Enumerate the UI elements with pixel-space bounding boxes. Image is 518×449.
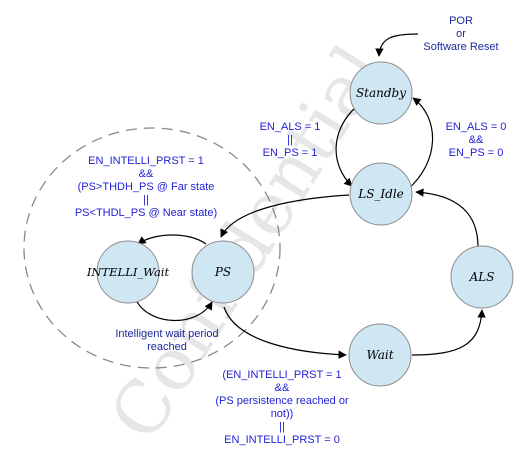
condition-to-standby: EN_ALS = 0 && EN_PS = 0 <box>446 121 507 159</box>
por-line-3: Software Reset <box>423 41 498 53</box>
state-intelli-wait: INTELLI_Wait <box>86 240 170 304</box>
state-standby: Standby <box>349 61 413 125</box>
condition-line: EN_INTELLI_PRST = 0 <box>224 434 340 446</box>
state-wait-label: Wait <box>366 348 393 362</box>
state-wait: Wait <box>348 323 412 387</box>
condition-to-ls-idle: EN_ALS = 1 || EN_PS = 1 <box>260 121 321 159</box>
condition-line: PS<THDL_PS @ Near state) <box>75 207 217 219</box>
condition-line: (PS persistence reached or <box>215 395 349 407</box>
condition-line: || <box>287 134 293 146</box>
arrow-als-to-ls-idle <box>415 188 479 248</box>
state-intelli-wait-label: INTELLI_Wait <box>86 265 170 279</box>
state-ls-idle: LS_Idle <box>349 162 413 226</box>
condition-line: not)) <box>271 408 294 420</box>
condition-line: || <box>143 194 149 206</box>
por-line-1: POR <box>449 15 473 27</box>
arrow-ls-idle-to-standby <box>406 97 434 191</box>
state-standby-label: Standby <box>356 86 406 100</box>
condition-line: EN_PS = 0 <box>449 147 504 159</box>
condition-line: && <box>275 382 290 394</box>
por-line-2: or <box>456 28 466 40</box>
note-line: reached <box>147 341 187 353</box>
condition-line: (PS>THDH_PS @ Far state <box>78 181 215 193</box>
condition-to-wait: (EN_INTELLI_PRST = 1 && (PS persistence … <box>215 369 349 446</box>
note-line: Intelligent wait period <box>115 328 218 340</box>
condition-line: || <box>279 421 285 433</box>
por-label: POR or Software Reset <box>423 15 498 53</box>
arrow-ps-to-wait <box>223 306 347 359</box>
arrow-wait-to-als <box>411 309 486 356</box>
condition-line: (EN_INTELLI_PRST = 1 <box>222 369 341 381</box>
note-intelli-wait-done: Intelligent wait period reached <box>115 328 218 353</box>
state-ps-label: PS <box>214 265 231 279</box>
arrow-intelli-wait-to-ps <box>135 299 213 322</box>
por-arrow <box>375 33 419 57</box>
condition-line: && <box>469 134 484 146</box>
condition-line: EN_PS = 1 <box>263 147 318 159</box>
state-ls-idle-label: LS_Idle <box>357 187 404 201</box>
condition-line: EN_INTELLI_PRST = 1 <box>88 155 204 167</box>
state-als-label: ALS <box>469 270 495 284</box>
arrow-standby-to-ls-idle <box>335 105 358 187</box>
arrow-ls-idle-to-ps <box>220 194 350 238</box>
state-als: ALS <box>450 245 514 309</box>
state-ps: PS <box>191 240 255 304</box>
condition-line: && <box>139 168 154 180</box>
arrow-ps-to-intelli-wait <box>137 234 207 245</box>
condition-intelli-wait: EN_INTELLI_PRST = 1 && (PS>THDH_PS @ Far… <box>75 155 217 219</box>
intelligent-persistence-region <box>23 127 281 369</box>
condition-line: EN_ALS = 1 <box>260 121 321 133</box>
condition-line: EN_ALS = 0 <box>446 121 507 133</box>
